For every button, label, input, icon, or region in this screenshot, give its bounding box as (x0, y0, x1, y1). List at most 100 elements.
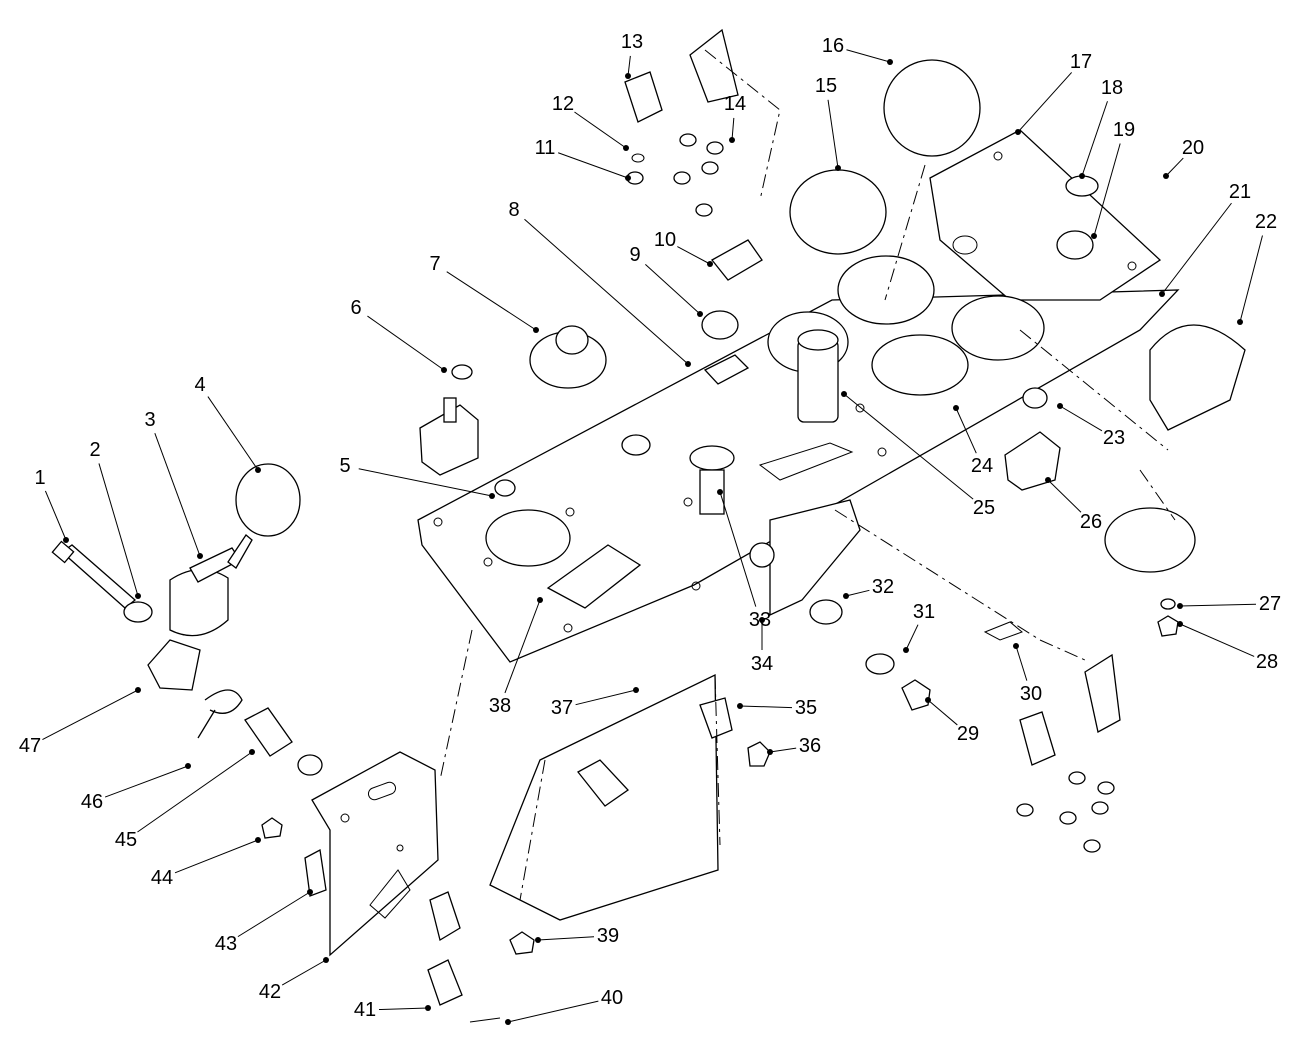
callout-46: 46 (81, 791, 103, 813)
leader-line-6 (367, 315, 445, 371)
callout-20: 20 (1182, 137, 1204, 159)
leader-dot-2 (135, 593, 141, 599)
leader-dot-15 (835, 165, 841, 171)
callout-45: 45 (115, 829, 137, 851)
leader-line-16 (846, 49, 891, 63)
leader-dot-6 (441, 367, 447, 373)
leader-dot-45 (249, 749, 255, 755)
callout-30: 30 (1020, 683, 1042, 705)
leader-dot-13 (625, 73, 631, 79)
callout-19: 19 (1113, 119, 1135, 141)
callout-11: 11 (535, 137, 556, 159)
callout-24: 24 (971, 455, 993, 477)
leader-dot-28 (1177, 621, 1183, 627)
callout-18: 18 (1101, 77, 1123, 99)
leader-line-47 (42, 689, 139, 740)
leader-line-42 (281, 959, 327, 986)
leader-dot-30 (1013, 643, 1019, 649)
leader-line-5 (358, 468, 493, 497)
leader-dot-5 (489, 493, 495, 499)
leader-dot-39 (535, 937, 541, 943)
callout-27: 27 (1259, 593, 1281, 615)
callout-16: 16 (822, 35, 844, 57)
leader-dot-20 (1163, 173, 1169, 179)
callout-4: 4 (194, 374, 205, 396)
leader-line-26 (1047, 479, 1082, 513)
leader-line-39 (537, 936, 595, 941)
leader-line-31 (905, 624, 919, 651)
callout-31: 31 (913, 601, 935, 623)
shift-lever-assembly (51, 463, 323, 776)
callout-25: 25 (973, 497, 995, 519)
leader-dot-3 (197, 553, 203, 559)
leader-line-8 (524, 218, 689, 365)
leader-line-12 (574, 111, 627, 149)
leader-line-40 (507, 1000, 599, 1023)
callout-21: 21 (1229, 181, 1251, 203)
callout-38: 38 (489, 695, 511, 717)
leader-dot-18 (1079, 173, 1085, 179)
callout-47: 47 (19, 735, 41, 757)
leader-dot-11 (625, 175, 631, 181)
callout-28: 28 (1256, 651, 1278, 673)
leader-dot-21 (1159, 291, 1165, 297)
leader-dot-44 (255, 837, 261, 843)
leader-dot-27 (1177, 603, 1183, 609)
leader-dot-10 (707, 261, 713, 267)
leader-line-20 (1165, 157, 1184, 177)
leader-line-11 (557, 152, 629, 179)
leader-line-29 (927, 699, 958, 726)
leader-dot-36 (767, 749, 773, 755)
callout-22: 22 (1255, 211, 1277, 233)
leader-line-37 (575, 689, 637, 706)
callout-6: 6 (350, 297, 361, 319)
panel-components (419, 28, 1246, 766)
leader-dot-40 (505, 1019, 511, 1025)
leader-line-30 (1015, 645, 1028, 681)
leader-line-46 (104, 765, 189, 798)
callout-26: 26 (1080, 511, 1102, 533)
leader-dot-24 (953, 405, 959, 411)
leader-line-41 (378, 1007, 429, 1011)
leader-line-28 (1179, 623, 1255, 657)
leader-line-13 (627, 55, 631, 77)
callout-43: 43 (215, 933, 237, 955)
leader-dot-46 (185, 763, 191, 769)
leader-line-2 (98, 463, 139, 597)
leader-line-24 (955, 407, 977, 454)
callout-17: 17 (1070, 51, 1092, 73)
leader-line-38 (504, 599, 541, 694)
leader-line-32 (845, 589, 870, 597)
callout-7: 7 (429, 253, 440, 275)
leader-dot-37 (633, 687, 639, 693)
center-bracket (749, 499, 1179, 711)
callout-34: 34 (751, 653, 773, 675)
leader-line-4 (207, 396, 259, 471)
leader-line-10 (677, 246, 711, 265)
leader-dot-43 (307, 889, 313, 895)
leader-line-17 (1017, 72, 1073, 133)
callout-37: 37 (551, 697, 573, 719)
callout-36: 36 (799, 735, 821, 757)
leader-dot-12 (623, 145, 629, 151)
callout-9: 9 (629, 244, 640, 266)
leader-dot-33 (717, 489, 723, 495)
leader-line-14 (731, 117, 735, 141)
leader-dot-1 (63, 537, 69, 543)
leader-line-22 (1239, 235, 1263, 323)
callout-3: 3 (144, 409, 155, 431)
leader-dot-19 (1091, 233, 1097, 239)
leader-line-7 (446, 271, 537, 331)
leader-dot-35 (737, 703, 743, 709)
leader-dot-4 (255, 467, 261, 473)
callout-8: 8 (508, 199, 519, 221)
leader-line-33 (719, 491, 757, 607)
leader-line-27 (1179, 603, 1257, 607)
leader-line-18 (1081, 101, 1108, 177)
callout-5: 5 (339, 455, 350, 477)
leader-line-44 (174, 839, 259, 874)
callout-41: 41 (354, 999, 376, 1021)
callout-2: 2 (89, 439, 100, 461)
console-cover (489, 673, 771, 921)
